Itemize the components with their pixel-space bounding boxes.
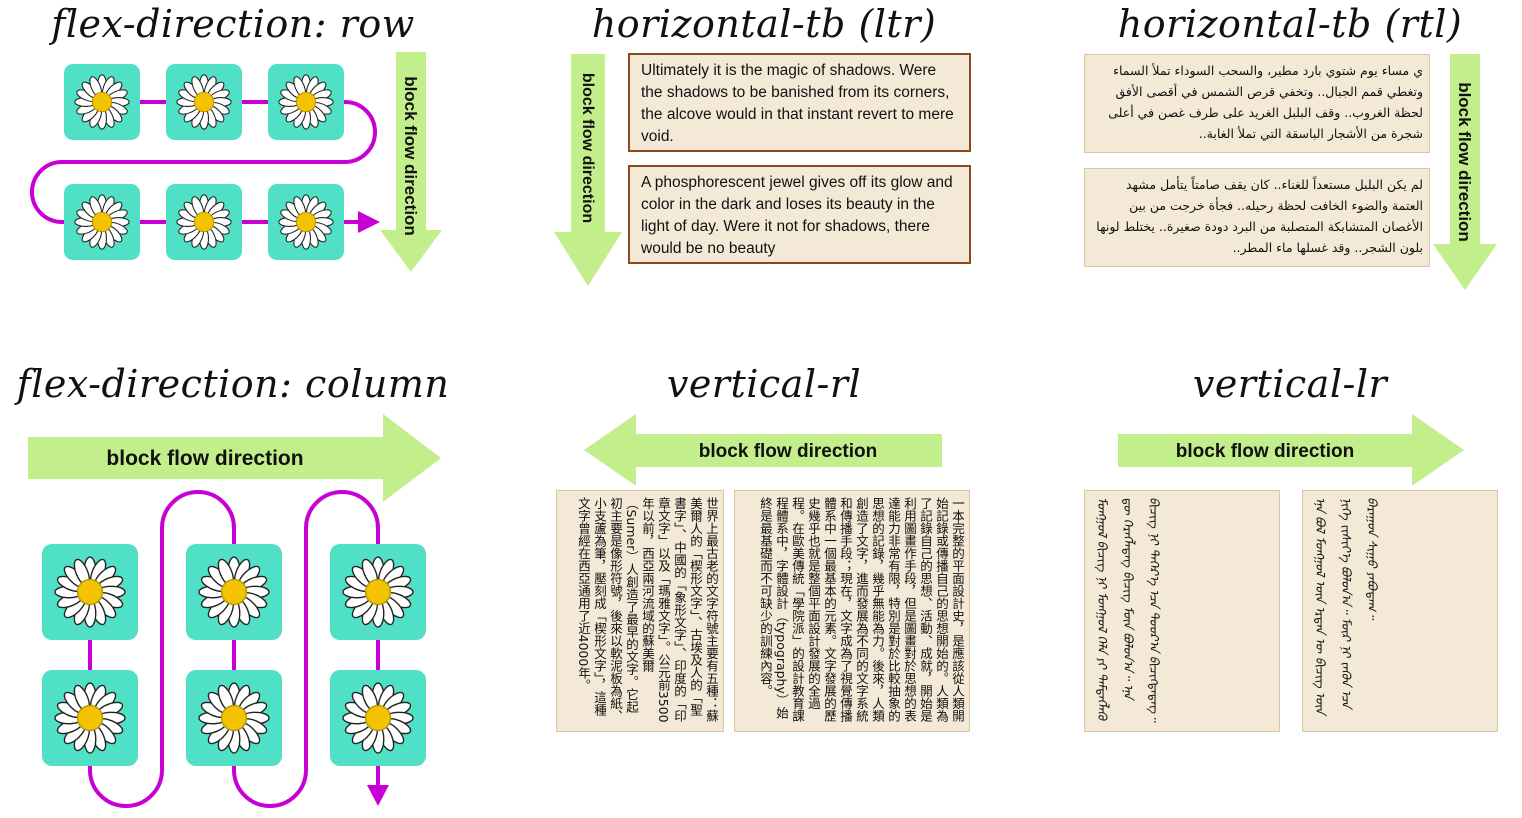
heading-vertical-rl: vertical-rl: [666, 362, 862, 406]
vlr-paragraph-2: ᠡᠨᠡ ᠪᠣᠯ ᠮᠣᠩᠭᠣᠯ ᠦᠨ ᠡᠷᠲᠡᠨ ᠦ ᠪᠢᠴᠢᠭ ᠦᠨ ᠨᠢᠭᠡ …: [1302, 490, 1498, 732]
row-flow-arrowhead: [358, 211, 380, 233]
daisy-icon: [342, 556, 414, 628]
daisy-icon: [176, 74, 232, 130]
daisy-icon: [278, 194, 334, 250]
flex-item-4: [186, 670, 282, 766]
vrl-arrow-label: block flow direction: [699, 441, 877, 462]
daisy-icon: [74, 194, 130, 250]
flex-item-2: [166, 64, 242, 140]
vlr-paragraph-1: ᠮᠣᠩᠭᠣᠯ ᠪᠢᠴᠢᠭ ᠨᠢ ᠮᠣᠩᠭᠣᠯ ᠬᠡᠯᠡ ᠶᠢ ᠲᠡᠮᠳᠡᠭᠯᠡᠬ…: [1084, 490, 1280, 732]
column-flow-line: [88, 490, 380, 808]
flex-item-5: [330, 544, 426, 640]
flex-item-2: [42, 670, 138, 766]
column-flow-arrowhead: [367, 785, 389, 806]
rtl-paragraph-1: ي مساء يوم شتوي بارد مطير، والسحب السودا…: [1084, 54, 1430, 153]
vrl-paragraph-1: 一本完整的平面設計史，是應該從人類開始記錄或傳播自己的思想開始的。人類為了記錄自…: [734, 490, 970, 732]
daisy-icon: [278, 74, 334, 130]
vlr-arrow-label: block flow direction: [1176, 441, 1354, 462]
ltr-block-flow-arrow: block flow direction: [554, 54, 622, 286]
daisy-icon: [342, 682, 414, 754]
daisy-icon: [198, 682, 270, 754]
row-arrow-label: block flow direction: [401, 76, 420, 236]
heading-flex-direction-column: flex-direction: column: [16, 362, 450, 406]
rtl-block-flow-arrow: block flow direction: [1433, 54, 1497, 290]
daisy-icon: [176, 194, 232, 250]
daisy-icon: [54, 682, 126, 754]
column-flex-items: [42, 544, 426, 766]
rtl-arrow-label: block flow direction: [1455, 82, 1474, 242]
vrl-block-flow-arrow: block flow direction: [584, 414, 942, 486]
daisy-icon: [198, 556, 270, 628]
rtl-paragraph-2: لم يكن البلبل مستعداً للغناء.. كان يقف ص…: [1084, 168, 1430, 267]
heading-horizontal-tb-rtl: horizontal-tb (rtl): [1117, 2, 1463, 46]
vrl-paragraph-2: 世界上最古老的文字符號主要有五種：蘇美爾人的「楔形文字」、古埃及人的「聖書字」、…: [556, 490, 724, 732]
heading-vertical-lr: vertical-lr: [1192, 362, 1388, 406]
flex-item-4: [64, 184, 140, 260]
daisy-icon: [74, 74, 130, 130]
row-flex-items: [64, 64, 344, 260]
flex-item-1: [64, 64, 140, 140]
flex-item-3: [186, 544, 282, 640]
column-block-flow-arrow: block flow direction: [28, 414, 441, 502]
row-block-flow-arrow: block flow direction: [380, 52, 442, 272]
column-arrow-label: block flow direction: [106, 447, 303, 470]
flex-item-3: [268, 64, 344, 140]
heading-horizontal-tb-ltr: horizontal-tb (ltr): [591, 2, 937, 46]
flex-item-5: [166, 184, 242, 260]
flex-item-1: [42, 544, 138, 640]
vlr-block-flow-arrow: block flow direction: [1118, 414, 1464, 486]
ltr-paragraph-1: Ultimately it is the magic of shadows. W…: [628, 53, 971, 152]
flex-item-6: [330, 670, 426, 766]
heading-flex-direction-row: flex-direction: row: [51, 2, 415, 46]
ltr-arrow-label: block flow direction: [579, 73, 596, 223]
row-flow-line: [30, 100, 377, 224]
ltr-paragraph-2: A phosphorescent jewel gives off its glo…: [628, 165, 971, 264]
flex-item-6: [268, 184, 344, 260]
daisy-icon: [54, 556, 126, 628]
